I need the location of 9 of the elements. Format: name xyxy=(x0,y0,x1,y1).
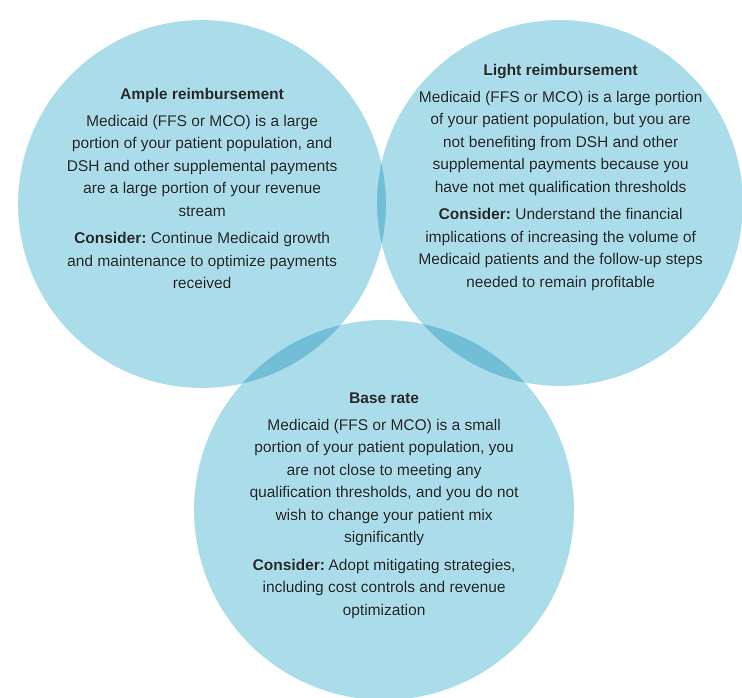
recommendation-text: Consider: Adopt mitigating strategies, including cost controls and revenue optimization xyxy=(252,556,516,620)
description-text: Medicaid (FFS or MCO) is a small portion of your patient population, you are not close to meeting any qualification thresholds, and you do not wish to change your patient mix significantly xyxy=(248,416,520,548)
circle-heading: Light reimbursement xyxy=(482,61,639,81)
circle-heading: Ample reimbursement xyxy=(119,85,285,105)
recommendation-text: Consider: Continue Medicaid growth and maintenance to optimize payments received xyxy=(66,229,338,294)
recommendation-text: Consider: Understand the financial implications of increasing the volume of Medicaid patients and the follow-up steps needed to remain profitable xyxy=(418,205,703,292)
circle-heading: Base rate xyxy=(348,389,420,409)
description-text: Medicaid (FFS or MCO) is a large portion of your patient population, and DSH and other supplemental payments are a large portion of your revenue stream xyxy=(66,112,338,222)
description-text: Medicaid (FFS or MCO) is a large portion of your patient population, but you are not benefiting from DSH and other supplemental payments because you have not met qualification thresholds xyxy=(418,88,703,198)
